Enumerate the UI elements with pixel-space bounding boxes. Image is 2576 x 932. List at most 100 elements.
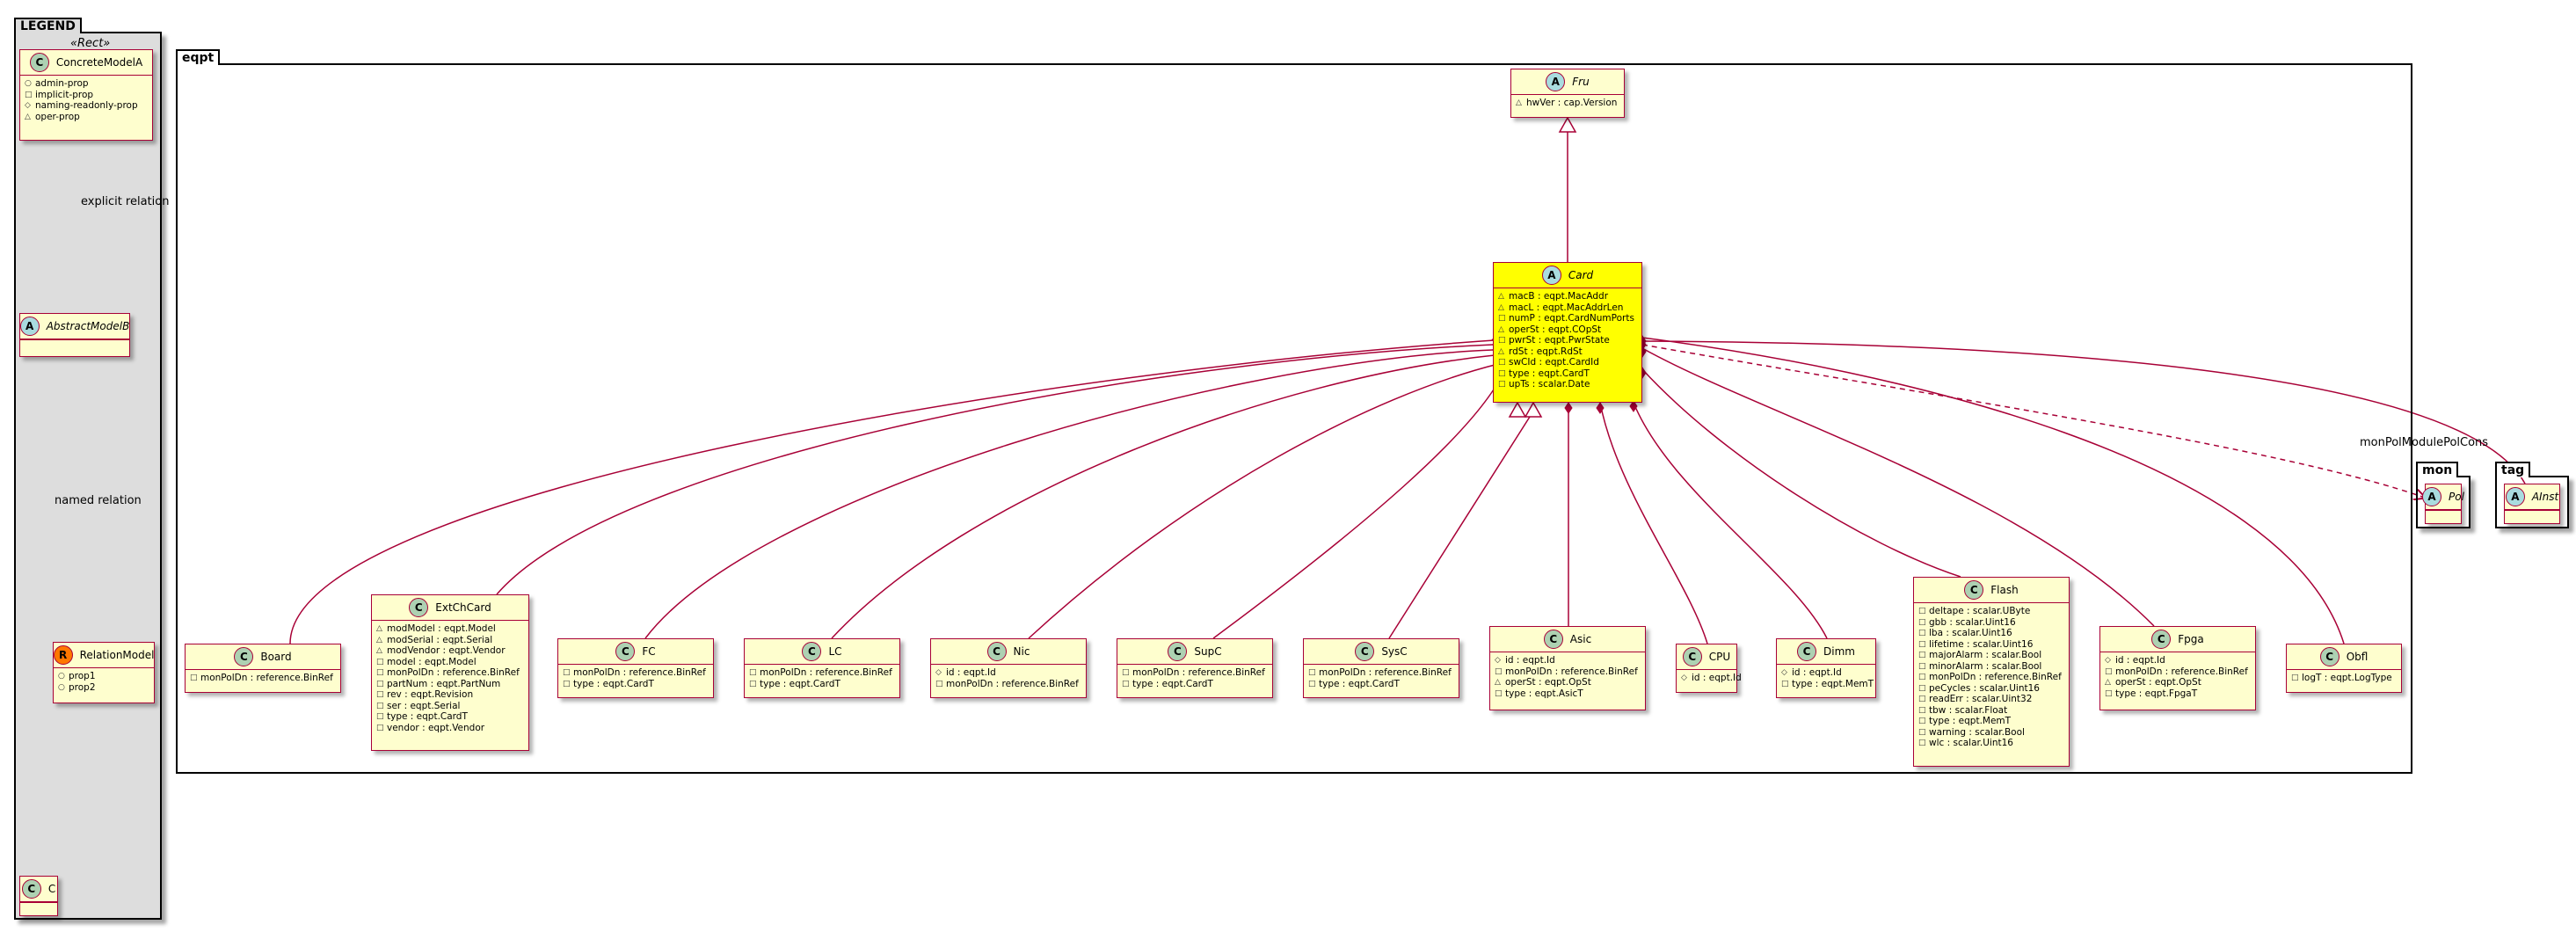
attribute-row: □monPolDn : reference.BinRef bbox=[1122, 667, 1268, 679]
attribute-row: □monPolDn : reference.BinRef bbox=[1495, 666, 1641, 678]
attribute-text: modSerial : eqpt.Serial bbox=[387, 634, 493, 645]
visibility-icon: □ bbox=[1918, 695, 1926, 703]
attribute-text: type : eqpt.CardT bbox=[387, 711, 468, 722]
attribute-text: type : eqpt.FpgaT bbox=[2115, 688, 2198, 699]
class-name: Obfl bbox=[2346, 651, 2369, 663]
mon-package: mon bbox=[2416, 462, 2470, 528]
visibility-icon: □ bbox=[1918, 727, 1926, 737]
abstract-badge-icon: A bbox=[2422, 487, 2442, 506]
attribute-row: □vendor : eqpt.Vendor bbox=[376, 723, 524, 734]
class-name: Board bbox=[260, 651, 292, 663]
visibility-icon: □ bbox=[376, 657, 384, 666]
tag-package-title: tag bbox=[2495, 462, 2531, 477]
visibility-icon: △ bbox=[1495, 678, 1501, 687]
attribute-row: △rdSt : eqpt.RdSt bbox=[1498, 346, 1637, 358]
visibility-icon: □ bbox=[1918, 617, 1926, 627]
class-name: CPU bbox=[1708, 651, 1731, 663]
class-badge-icon: C bbox=[802, 642, 822, 661]
visibility-icon: △ bbox=[1498, 324, 1504, 334]
attribute-row: □lba : scalar.Uint16 bbox=[1918, 628, 2064, 639]
visibility-icon: □ bbox=[376, 712, 384, 721]
attribute-row: □rev : eqpt.Revision bbox=[376, 689, 524, 701]
attribute-row: □type : eqpt.FpgaT bbox=[2105, 688, 2251, 700]
attribute-text: prop1 bbox=[69, 671, 96, 681]
eqpt-package: eqpt bbox=[176, 49, 2412, 774]
visibility-icon: □ bbox=[190, 674, 198, 682]
class-attributes: △macB : eqpt.MacAddr△macL : eqpt.MacAddr… bbox=[1494, 288, 1641, 392]
attribute-text: id : eqpt.Id bbox=[1792, 667, 1842, 678]
class-name: AbstractModelB bbox=[46, 320, 130, 332]
class-badge-icon: C bbox=[1168, 642, 1188, 661]
visibility-icon: □ bbox=[376, 690, 384, 699]
visibility-icon: □ bbox=[376, 701, 384, 710]
class-attributes: ○prop1○prop2 bbox=[54, 668, 154, 695]
attribute-row: □numP : eqpt.CardNumPorts bbox=[1498, 313, 1637, 324]
class-badge-icon: C bbox=[1797, 642, 1817, 661]
visibility-icon: ◇ bbox=[1681, 674, 1687, 682]
visibility-icon: □ bbox=[1308, 679, 1316, 688]
attribute-text: oper-prop bbox=[35, 111, 80, 122]
attribute-row: ◇id : eqpt.Id bbox=[935, 667, 1081, 679]
attribute-row: □majorAlarm : scalar.Bool bbox=[1918, 650, 2064, 661]
class-name: FC bbox=[642, 645, 656, 658]
attribute-text: deltape : scalar.UByte bbox=[1929, 606, 2031, 616]
attribute-row: □model : eqpt.Model bbox=[376, 657, 524, 668]
class-name: AInst bbox=[2531, 491, 2559, 503]
attribute-text: pwrSt : eqpt.PwrState bbox=[1509, 335, 1610, 346]
attribute-text: monPolDn : reference.BinRef bbox=[2115, 666, 2248, 677]
attribute-text: operSt : eqpt.OpSt bbox=[1505, 677, 1591, 688]
class-name: SysC bbox=[1381, 645, 1408, 658]
visibility-icon: △ bbox=[25, 112, 31, 121]
attribute-text: gbb : scalar.Uint16 bbox=[1929, 616, 2016, 628]
attribute-text: lba : scalar.Uint16 bbox=[1929, 628, 2012, 638]
mon-pol-relation-label: monPolModulePolCons bbox=[2360, 436, 2489, 449]
attribute-row: □wlc : scalar.Uint16 bbox=[1918, 738, 2064, 749]
attribute-row: △hwVer : cap.Version bbox=[1516, 98, 1619, 109]
visibility-icon: □ bbox=[2105, 688, 2113, 698]
class-attributes: ◇id : eqpt.Id bbox=[1677, 670, 1742, 686]
attribute-row: □deltape : scalar.UByte bbox=[1918, 606, 2064, 617]
attribute-row: □type : eqpt.CardT bbox=[1308, 679, 1454, 690]
attribute-row: □type : eqpt.MemT bbox=[1781, 679, 1874, 690]
attribute-text: hwVer : cap.Version bbox=[1526, 98, 1618, 108]
class-badge-icon: C bbox=[986, 642, 1007, 661]
attribute-text: rdSt : eqpt.RdSt bbox=[1509, 346, 1583, 357]
visibility-icon: □ bbox=[563, 679, 571, 688]
attribute-text: swCId : eqpt.CardId bbox=[1509, 357, 1599, 368]
class-attributes: □monPolDn : reference.BinRef□type : eqpt… bbox=[1304, 665, 1459, 691]
class-badge-icon: C bbox=[21, 879, 41, 899]
attribute-text: type : eqpt.CardT bbox=[1319, 678, 1400, 689]
visibility-icon: □ bbox=[1495, 688, 1503, 698]
